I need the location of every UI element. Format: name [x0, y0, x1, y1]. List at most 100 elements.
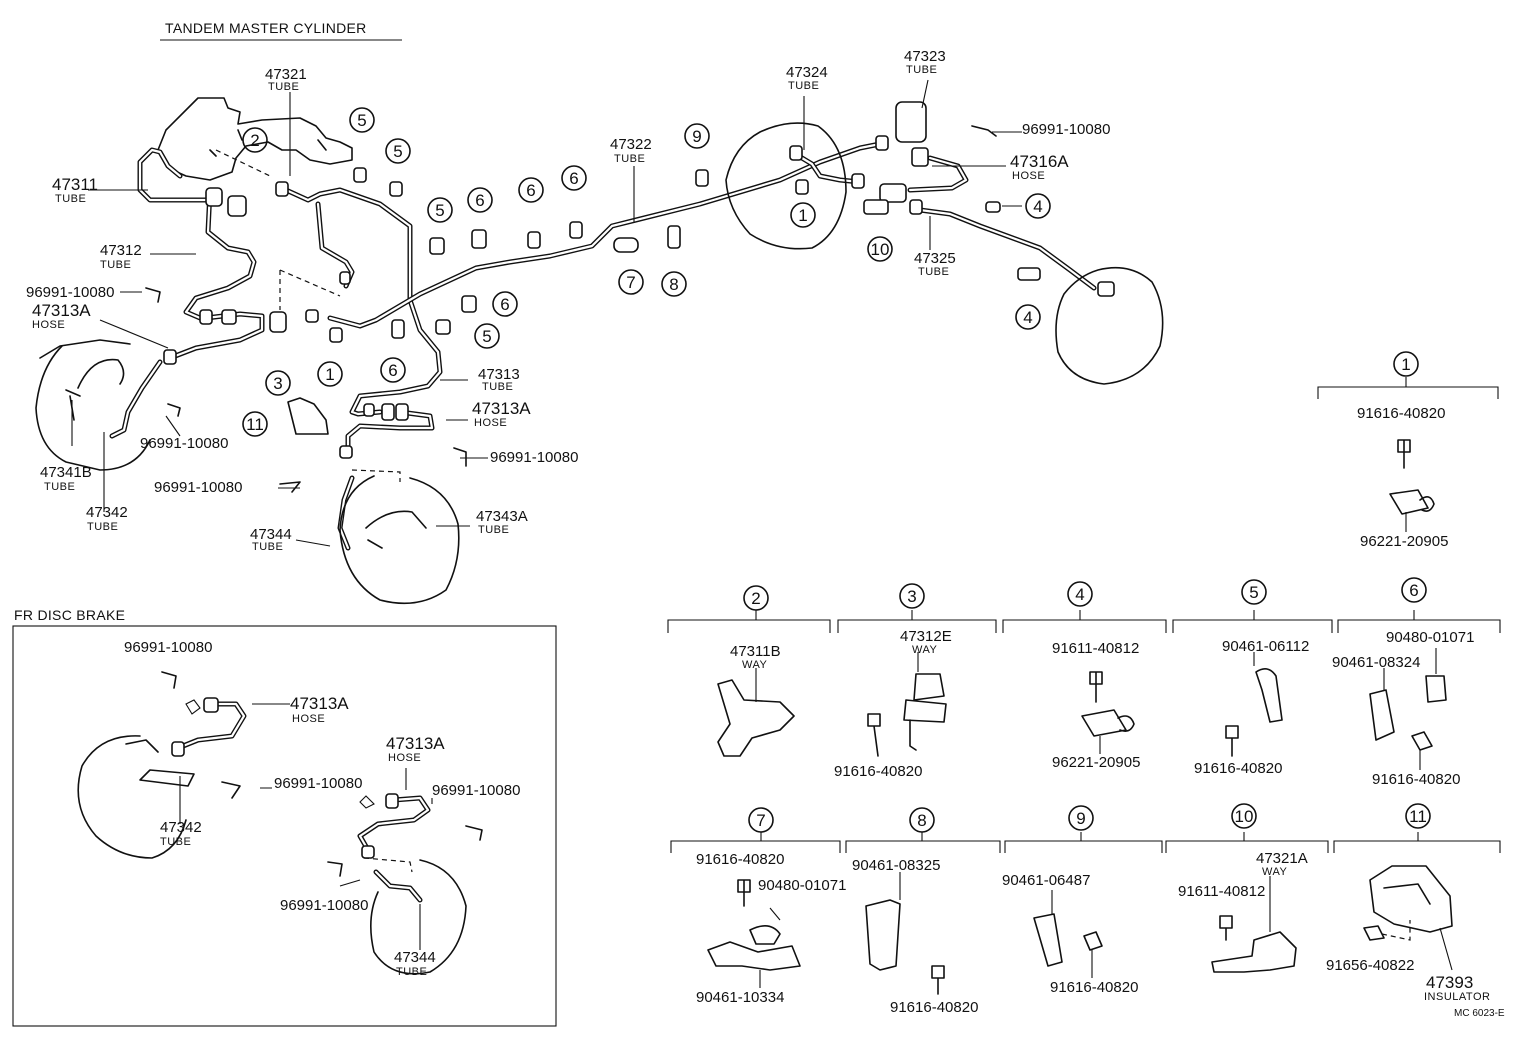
label-47313A-left: 47313A	[32, 301, 91, 320]
label-47311: 47311	[52, 175, 98, 194]
inset-tube2: 47344	[394, 949, 436, 966]
callout-circle: 6	[380, 357, 406, 383]
label-47313: 47313	[478, 366, 520, 383]
callout-circle: 5	[385, 138, 411, 164]
g6-b: 90461-08324	[1332, 654, 1420, 671]
g11-b: 47393	[1426, 973, 1473, 992]
inset-clip4: 96991-10080	[280, 897, 368, 914]
tube-network	[109, 141, 1097, 551]
label-47313A-left-sub: HOSE	[32, 319, 65, 331]
label-47316A-sub: HOSE	[1012, 170, 1045, 182]
g3-a: 47312E	[900, 628, 952, 645]
g10-sub: WAY	[1262, 866, 1287, 878]
g1-b: 96221-20905	[1360, 533, 1448, 550]
fr-disc-brake-inset: FR DISC BRAKE	[12, 607, 557, 1027]
svg-text:7: 7	[756, 811, 765, 830]
group-callouts: 1 2 3 4 5 6 7 8 9 10 11	[743, 351, 1431, 833]
g2-a: 47311B	[730, 643, 781, 660]
svg-text:4: 4	[1033, 197, 1042, 216]
inset-hose2: 47313A	[386, 734, 445, 753]
svg-text:6: 6	[526, 181, 535, 200]
g3-b: 91616-40820	[834, 763, 922, 780]
inset-clip1: 96991-10080	[124, 639, 212, 656]
label-47343A: 47343A	[476, 508, 528, 525]
callout-circle: 5	[349, 107, 375, 133]
leader-lines	[71, 79, 1022, 547]
svg-text:11: 11	[1409, 807, 1427, 826]
svg-text:2: 2	[250, 131, 259, 150]
group-callout-4: 4	[1067, 581, 1093, 607]
callout-circle: 6	[492, 291, 518, 317]
svg-text:9: 9	[1076, 809, 1085, 828]
group-part-drawings	[707, 439, 1453, 995]
label-47316A: 47316A	[1010, 152, 1069, 171]
inset-tube1: 47342	[160, 819, 202, 836]
label-clip-d: 96991-10080	[490, 449, 578, 466]
svg-text:3: 3	[273, 374, 282, 393]
svg-text:10: 10	[871, 240, 890, 259]
label-47313A-mid: 47313A	[472, 399, 531, 418]
label-47313A-mid-sub: HOSE	[474, 417, 507, 429]
label-47342: 47342	[86, 504, 128, 521]
svg-text:2: 2	[751, 589, 760, 608]
inset-clip3: 96991-10080	[432, 782, 520, 799]
svg-text:6: 6	[500, 295, 509, 314]
label-clip-e: 96991-10080	[1022, 121, 1110, 138]
svg-text:6: 6	[1409, 581, 1418, 600]
svg-text:1: 1	[1401, 355, 1410, 374]
group-callout-10: 10	[1231, 803, 1257, 829]
label-47311-sub: TUBE	[55, 193, 86, 205]
group-callout-9: 9	[1068, 805, 1094, 831]
svg-text:11: 11	[246, 415, 264, 434]
group-callout-8: 8	[909, 807, 935, 833]
svg-text:4: 4	[1075, 585, 1084, 604]
callout-circle: 4	[1015, 304, 1041, 330]
diagram-title: TANDEM MASTER CYLINDER	[165, 20, 367, 36]
svg-text:1: 1	[325, 365, 334, 384]
svg-text:1: 1	[798, 206, 807, 225]
inset-frame	[12, 625, 557, 1027]
svg-text:8: 8	[917, 811, 926, 830]
label-47344: 47344	[250, 526, 292, 543]
callout-circle: 6	[561, 165, 587, 191]
main-callouts: 2 5 5 5 6 6 6 7 8 9 1 10 4 4 6 5 6 3 1 1…	[242, 107, 1051, 437]
label-47324-sub: TUBE	[788, 80, 819, 92]
g7-c: 90461-10334	[696, 989, 784, 1006]
g1-a: 91616-40820	[1357, 405, 1445, 422]
group-callout-5: 5	[1241, 579, 1267, 605]
svg-text:6: 6	[569, 169, 578, 188]
label-47325: 47325	[914, 250, 956, 267]
svg-text:5: 5	[435, 201, 444, 220]
label-47322-sub: TUBE	[614, 153, 645, 165]
g7-b: 90480-01071	[758, 877, 846, 894]
main-labels: 47321 TUBE 47311 TUBE 4 7 3 1 2 TUBE 96991-1…	[26, 48, 1110, 553]
callout-circle: 6	[518, 177, 544, 203]
callout-circle: 1	[790, 202, 816, 228]
g10-a: 47321A	[1256, 850, 1308, 867]
svg-text:8: 8	[669, 275, 678, 294]
svg-text:5: 5	[482, 327, 491, 346]
group-brackets	[667, 377, 1501, 853]
label-47344-sub: TUBE	[252, 541, 283, 553]
callout-circle: 1	[317, 361, 343, 387]
group-callout-11: 11	[1405, 803, 1431, 829]
guide-lines	[215, 149, 401, 482]
label-47341B-sub: TUBE	[44, 481, 75, 493]
g11-sub: INSULATOR	[1424, 991, 1490, 1003]
group-callout-6: 6	[1401, 577, 1427, 603]
label-clip-b: 96991-10080	[140, 435, 228, 452]
callout-circle: 2	[242, 127, 268, 153]
svg-text:3: 3	[907, 587, 916, 606]
callout-circle: 5	[474, 323, 500, 349]
callout-circle: 5	[427, 197, 453, 223]
callout-circle: 8	[661, 271, 687, 297]
group-labels: 91616-40820 96221-20905 47311B WAY 47312…	[696, 405, 1490, 1016]
callout-circle: 4	[1025, 193, 1051, 219]
g8-b: 91616-40820	[890, 999, 978, 1016]
label-47321-sub: TUBE	[268, 81, 299, 93]
label-47342-sub: TUBE	[87, 521, 118, 533]
inset-hose1-sub: HOSE	[292, 713, 325, 725]
callout-circle: 7	[618, 269, 644, 295]
label-47321: 47321	[265, 66, 307, 83]
